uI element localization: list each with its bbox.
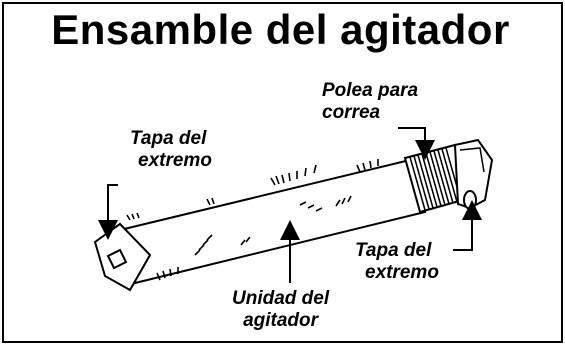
belt-pulley-drawing xyxy=(403,143,472,214)
callout-arrows xyxy=(98,127,482,283)
diagram-title: Ensamble del agitador xyxy=(51,6,510,53)
label-belt-pulley: Polea para correa xyxy=(322,80,419,123)
label-end-cap-right: Tapa del extremo xyxy=(355,240,439,283)
bristle-tufts xyxy=(126,159,379,281)
label-agitator-unit: Unidad del agitador xyxy=(232,288,330,331)
end-cap-right-drawing xyxy=(453,138,494,210)
label-end-cap-left: Tapa del extremo xyxy=(130,128,212,171)
